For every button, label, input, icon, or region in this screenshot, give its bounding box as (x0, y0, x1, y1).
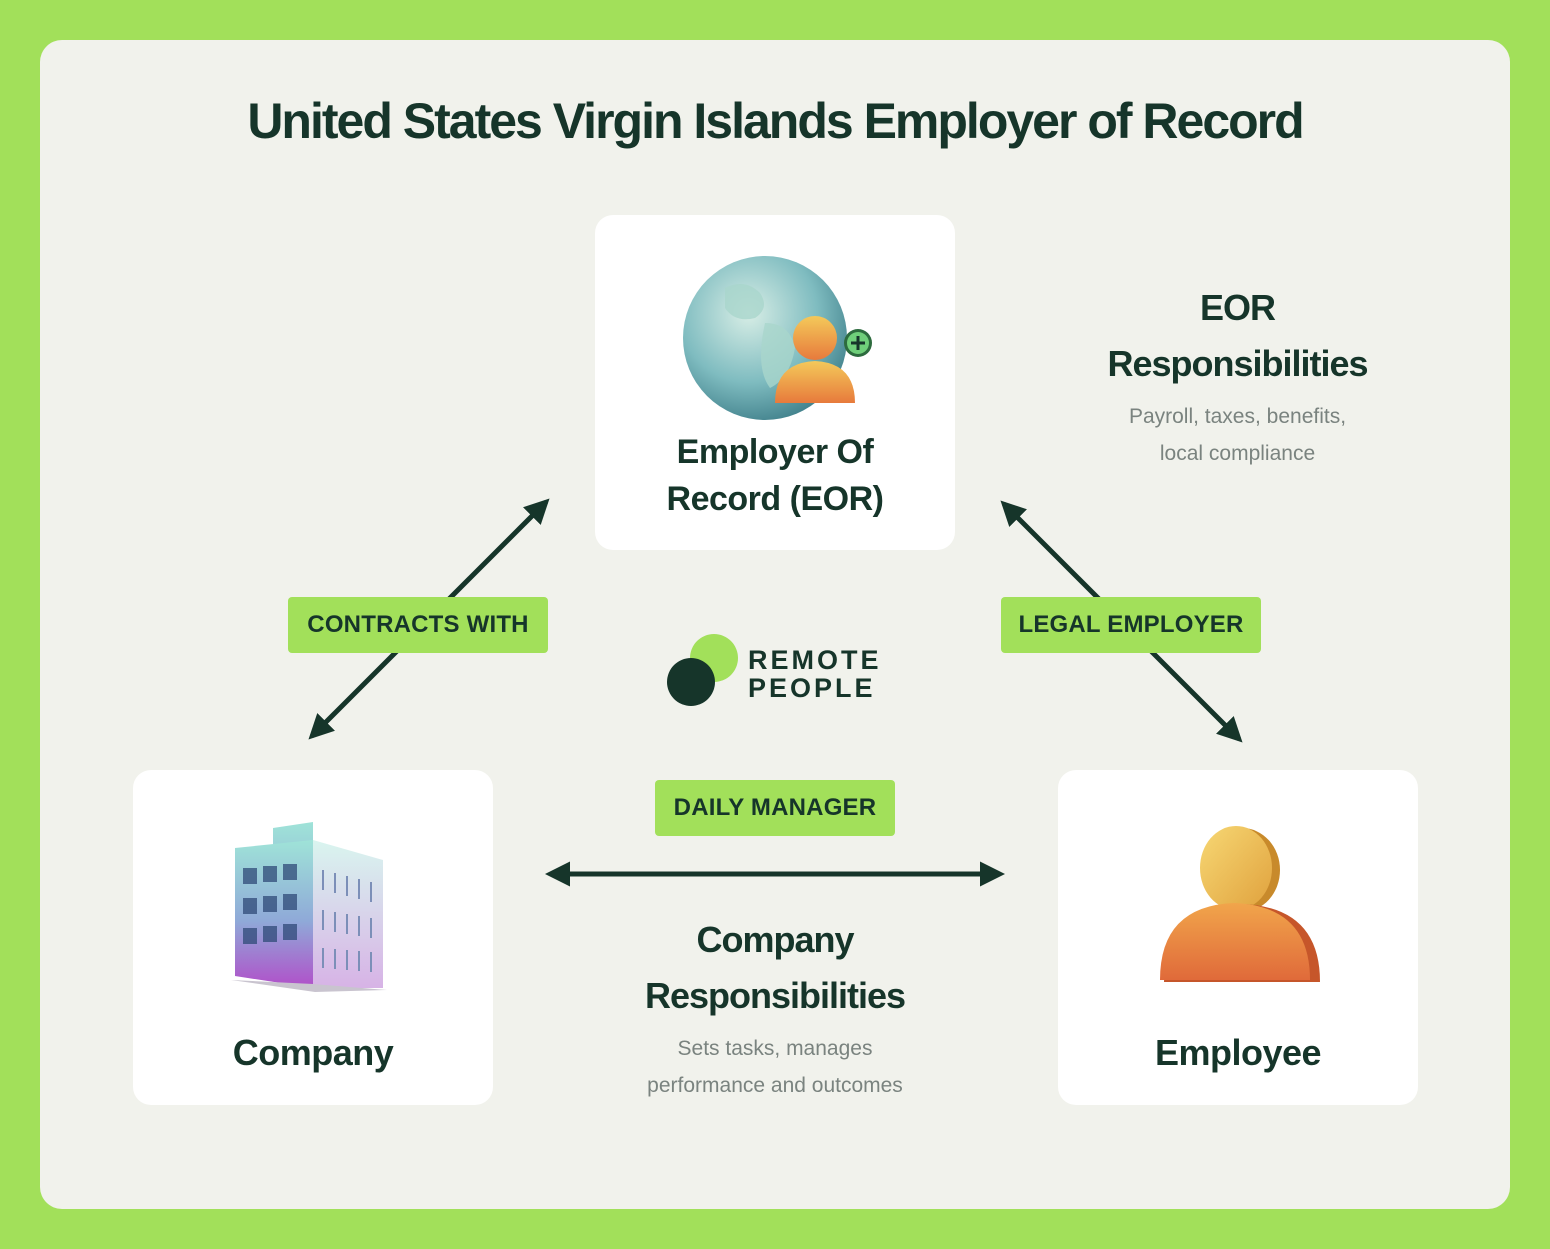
company-label: Company (232, 1032, 394, 1073)
company-responsibilities-title-line2: Responsibilities (644, 975, 906, 1016)
eor-responsibilities-desc-line1: Payroll, taxes, benefits, (1128, 405, 1347, 428)
company-card: Company (133, 770, 493, 1105)
globe-person-add-icon (683, 256, 872, 420)
eor-responsibilities-title-line1: EOR (1199, 287, 1276, 328)
eor-responsibilities-desc-line2: local compliance (1159, 442, 1316, 465)
remote-people-logo (667, 634, 738, 706)
tag-legal-employer: LEGAL EMPLOYER (1001, 597, 1261, 653)
tag-daily-manager: DAILY MANAGER (655, 780, 895, 836)
company-responsibilities-desc-line1: Sets tasks, manages (677, 1037, 873, 1060)
employee-label: Employee (1154, 1032, 1322, 1073)
tag-contracts-with: CONTRACTS WITH (288, 597, 548, 653)
person-icon (1160, 826, 1320, 982)
eor-label-line1: Employer Of (676, 433, 874, 471)
employee-card: Employee (1058, 770, 1418, 1105)
company-responsibilities-desc-line2: performance and outcomes (647, 1074, 903, 1097)
logo-text-line1: REMOTE (748, 645, 882, 675)
page-title: United States Virgin Islands Employer of… (247, 93, 1304, 149)
eor-card: Employer Of Record (EOR) (595, 215, 955, 550)
company-responsibilities-title-line1: Company (696, 919, 854, 960)
logo-text-line2: PEOPLE (748, 673, 876, 703)
eor-responsibilities-title-line2: Responsibilities (1107, 343, 1368, 384)
office-building-icon (231, 822, 387, 992)
eor-label-line2: Record (EOR) (666, 480, 884, 518)
